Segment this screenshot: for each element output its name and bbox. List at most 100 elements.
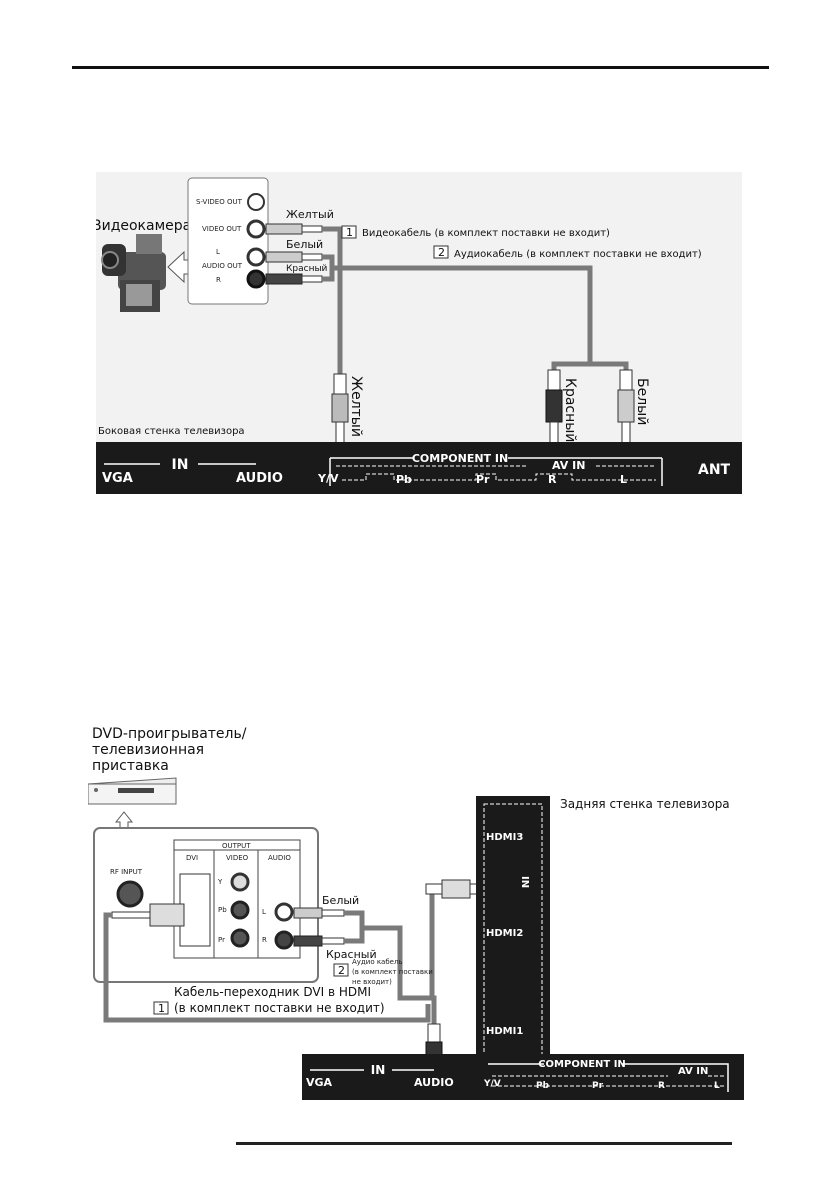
jack-l-label: L [216, 248, 220, 256]
dvd-label-line3: приставка [92, 758, 169, 774]
side-wall-label: Боковая стенка телевизора [98, 426, 245, 437]
panel-yv-label: Y/V [317, 472, 339, 485]
rf-input-jack-icon [116, 880, 144, 908]
panel-av-in-label: AV IN [552, 459, 585, 472]
dvd-label-line2: телевизионная [92, 742, 204, 758]
panel-vga-label: VGA [306, 1076, 333, 1089]
audio-r-jack-icon [246, 269, 266, 289]
cable1-number: 1 [346, 226, 353, 239]
panel-yv-label: Y/V [483, 1079, 501, 1089]
red-wire-label: Красный [326, 948, 377, 961]
pr-label: Pr [218, 936, 225, 944]
arrow-up-icon [114, 811, 134, 829]
panel-audio-label: AUDIO [236, 471, 283, 486]
yellow-wire-label: Желтый [286, 208, 334, 221]
cable1-number-box [153, 1001, 169, 1015]
hdmi3-label: HDMI3 [486, 832, 523, 843]
hdmi1-label: HDMI1 [486, 1026, 523, 1037]
adapter-label-2: (в комплект поставки не входит) [174, 1001, 385, 1015]
hdmi-plug-icon [441, 879, 471, 899]
rear-wall-label: Задняя стенка телевизора [560, 797, 730, 811]
y-jack-icon [230, 872, 250, 892]
svideo-out-label: S-VIDEO OUT [196, 198, 243, 206]
white-plug-label: Белый [634, 378, 650, 425]
white-wire-label: Белый [322, 894, 359, 907]
panel-av-in-label: AV IN [678, 1066, 708, 1077]
r-label: R [262, 936, 267, 944]
panel-pr-label: Pr [592, 1081, 604, 1091]
in-vertical-label: IN [519, 876, 530, 888]
audio-l-jack-icon [274, 902, 294, 922]
cable2-label: Аудиокабель (в комплект поставки не вход… [454, 249, 702, 260]
panel-pb-label: Pb [536, 1081, 550, 1091]
dvd-label-line1: DVD-проигрыватель/ [92, 726, 247, 742]
dvi-port-icon [179, 873, 211, 947]
red-wire-label: Красный [286, 264, 328, 274]
cable2-number: 2 [338, 964, 345, 977]
yellow-plug-label: Желтый [348, 376, 364, 437]
hdmi2-label: HDMI2 [486, 928, 523, 939]
dvi-label: DVI [186, 854, 198, 862]
panel-vga-label: VGA [102, 471, 133, 486]
tv-side-panel [96, 442, 742, 494]
panel-in-label: IN [371, 1063, 386, 1077]
jack-r-label: R [216, 276, 221, 284]
panel-l-label: L [620, 473, 627, 486]
dvd-player-icon [87, 777, 177, 805]
panel-component-in-label: COMPONENT IN [412, 452, 508, 465]
adapter-label-1: Кабель-переходник DVI в HDMI [174, 985, 371, 999]
panel-audio-label: AUDIO [414, 1076, 454, 1089]
cable1-label: Видеокабель (в комплект поставки не вход… [362, 228, 610, 239]
panel-pr-label: Pr [476, 473, 490, 486]
dvd-diagram-svg: DVD-проигрыватель/ телевизионная пристав… [87, 726, 744, 1100]
dvi-plug-icon [149, 903, 185, 927]
l-label: L [262, 908, 266, 916]
svideo-jack-icon [247, 193, 265, 211]
audio-label: AUDIO [268, 854, 291, 862]
video-label: VIDEO [226, 854, 249, 862]
red-plug-label: Красный [562, 378, 578, 442]
audio-cable-label-3: не входит) [352, 978, 392, 986]
cable2-number: 2 [438, 246, 445, 259]
camcorder-plugs [265, 223, 323, 285]
audio-out-label: AUDIO OUT [202, 262, 243, 270]
tv-rear-panel [476, 796, 550, 1070]
camcorder-diagram-svg: Видеокамера S-VIDEO OUT VIDEO OUT L AUDI… [92, 177, 742, 494]
pr-jack-icon [230, 928, 250, 948]
panel-in-label: IN [172, 457, 189, 473]
cable1-number-box [341, 225, 357, 239]
cable2-number-box [433, 245, 449, 259]
y-label: Y [217, 878, 223, 886]
panel-l-label: L [714, 1081, 720, 1091]
bottom-rule [236, 1142, 732, 1145]
panel-r-label: R [548, 473, 557, 486]
dvd-hdmi-connection-diagram: DVD-проигрыватель/ телевизионная пристав… [87, 724, 744, 1102]
camcorder-icon [101, 234, 166, 312]
top-rule [72, 66, 769, 69]
audio-cable-label-2: (в комплект поставки [352, 968, 433, 976]
video-out-label: VIDEO OUT [202, 225, 242, 233]
panel-r-label: R [658, 1081, 665, 1091]
pb-label: Pb [218, 906, 227, 914]
arrow-icon [167, 250, 189, 284]
pb-jack-icon [230, 900, 250, 920]
audio-r-jack-icon [274, 930, 294, 950]
camcorder-jack-panel [187, 177, 269, 305]
panel-pb-label: Pb [396, 473, 412, 486]
panel-ant-label: ANT [698, 462, 731, 478]
cable2-number-box [333, 963, 349, 977]
audio-cable-label-1: Аудио кабель [352, 958, 403, 966]
panel-component-in-label: COMPONENT IN [538, 1059, 626, 1070]
cables [103, 890, 437, 1024]
white-wire-label: Белый [286, 238, 323, 251]
output-label: OUTPUT [222, 842, 251, 850]
audio-l-jack-icon [246, 247, 266, 267]
camcorder-label: Видеокамера [96, 218, 191, 234]
video-jack-icon [246, 219, 266, 239]
cables [322, 226, 629, 374]
tv-side-plugs [331, 369, 635, 445]
cable1-number: 1 [158, 1002, 165, 1015]
camcorder-connection-diagram: Видеокамера S-VIDEO OUT VIDEO OUT L AUDI… [92, 172, 742, 494]
rf-input-label: RF INPUT [110, 868, 143, 876]
tv-bottom-panel [302, 1054, 744, 1100]
